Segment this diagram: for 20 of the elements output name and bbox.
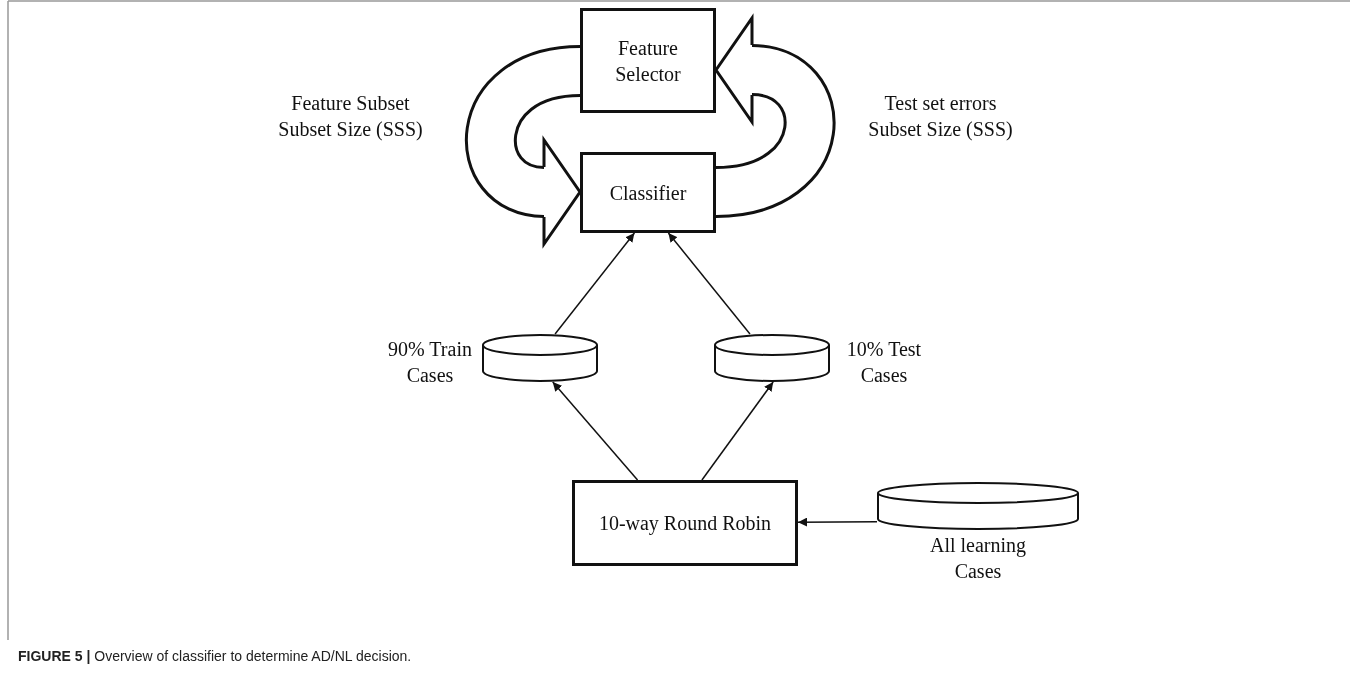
cylinder-caption: All learning Cases xyxy=(928,533,1028,584)
cylinder-caption: 90% Train Cases xyxy=(387,337,473,388)
node-label: 10-way Round Robin xyxy=(598,511,772,536)
cylinder-shape xyxy=(482,334,598,382)
process-box xyxy=(580,8,716,113)
figure-caption: FIGURE 5 | Overview of classifier to determine AD/NL decision. xyxy=(18,648,412,664)
node-label: Classifier xyxy=(609,180,687,206)
edge-label: Feature Subset Subset Size (SSS) xyxy=(277,91,424,142)
arrow xyxy=(554,232,636,335)
node-label: Feature Selector xyxy=(614,35,682,87)
process-box xyxy=(572,480,798,566)
process-box xyxy=(580,152,716,233)
arrow xyxy=(797,517,878,527)
edge-label: Test set errors Subset Size (SSS) xyxy=(867,91,1014,142)
arrow xyxy=(552,381,639,481)
arrow xyxy=(667,232,751,335)
arrow xyxy=(701,381,774,481)
cylinder-shape xyxy=(714,334,830,382)
cylinder-caption: 10% Test Cases xyxy=(845,337,923,388)
cylinder-shape xyxy=(877,482,1079,530)
